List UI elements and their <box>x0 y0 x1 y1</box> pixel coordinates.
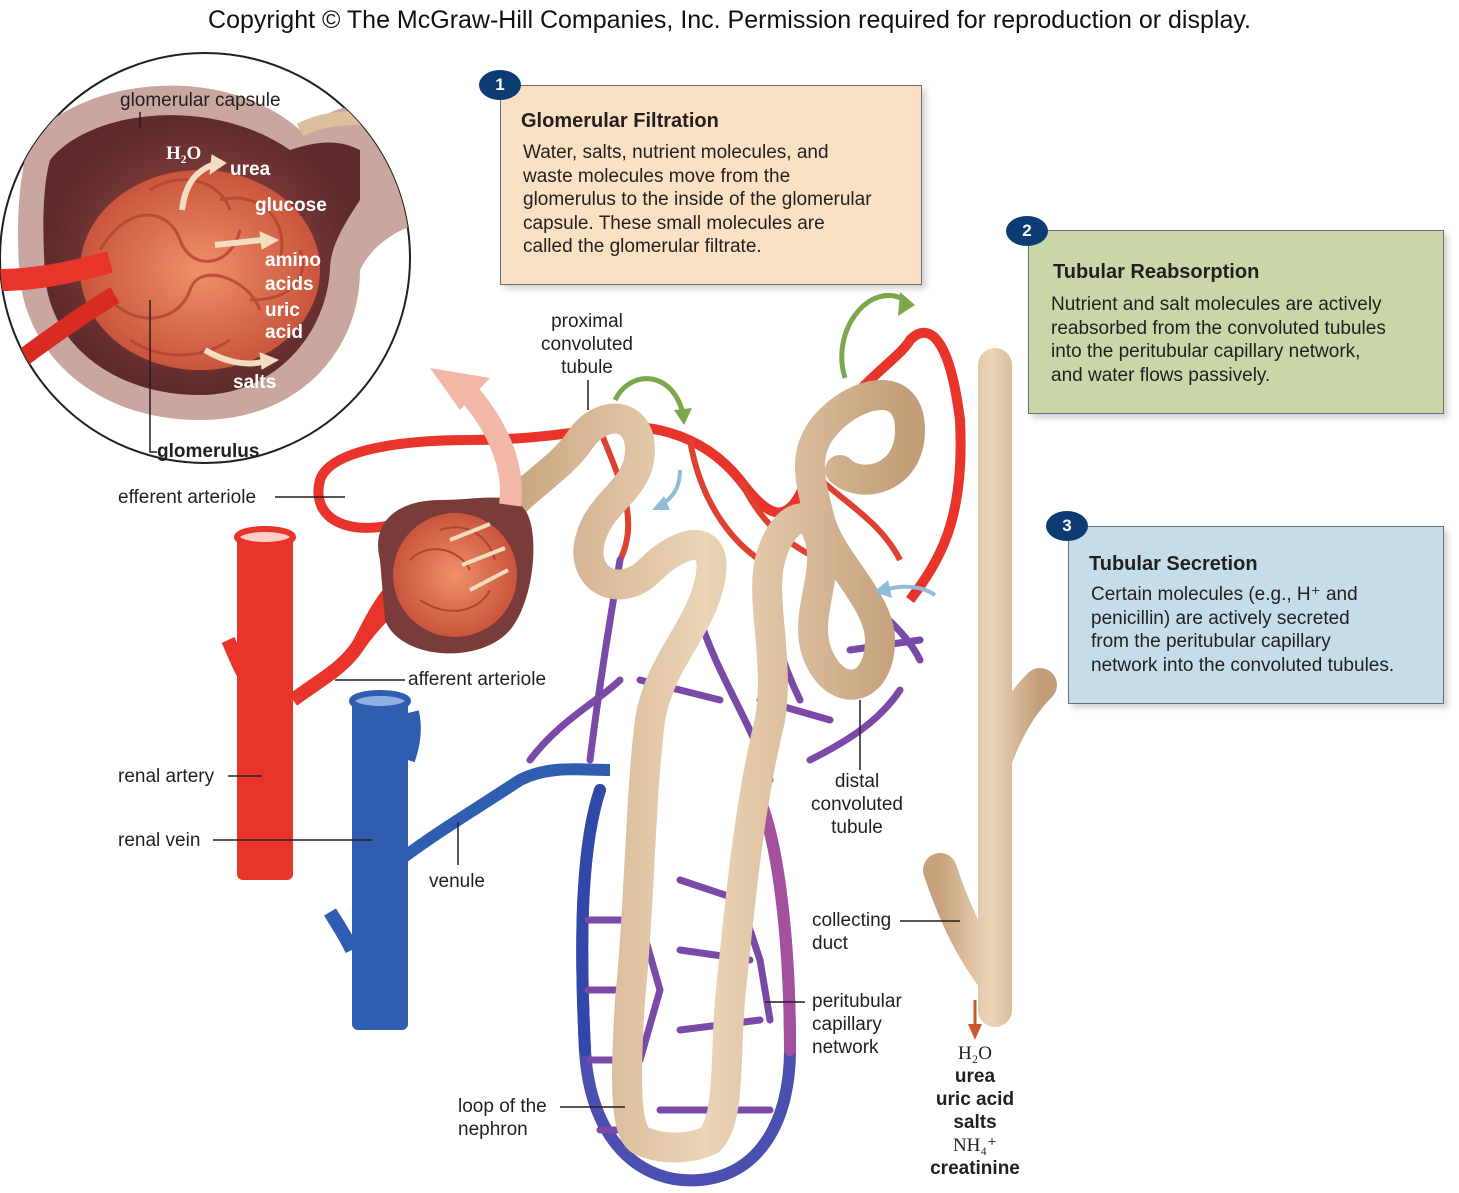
inset-tubule-exit <box>296 111 410 137</box>
inset-salts-label: salts <box>233 372 277 393</box>
renal-vein-tree <box>324 690 611 1030</box>
inset-urea-label: urea <box>230 159 271 180</box>
inset-glucose-label: glucose <box>255 195 327 216</box>
renal-artery-label: renal artery <box>118 766 215 787</box>
efferent-arteriole-label: efferent arteriole <box>118 487 257 508</box>
urine-nh4: NH₄⁺ <box>952 1135 998 1156</box>
renal-artery <box>237 536 293 880</box>
step-2-title: Tubular Reabsorption <box>1053 261 1260 283</box>
venule <box>396 763 611 865</box>
copyright-notice: Copyright © The McGraw-Hill Companies, I… <box>208 6 1251 34</box>
urine-uric-acid: uric acid <box>935 1089 1015 1110</box>
step-1-badge: 1 <box>479 70 521 100</box>
step-3-tubular-secretion-box: Tubular Secretion Certain molecules (e.g… <box>1068 526 1444 704</box>
inset-magnified-glomerulus <box>0 52 411 464</box>
inset-uric-label: uric <box>265 300 300 321</box>
inset-amino-label: amino <box>265 250 321 271</box>
step-1-glomerular-filtration-box: Glomerular Filtration Water, salts, nutr… <box>500 85 922 285</box>
step-2-tubular-reabsorption-box: Tubular Reabsorption Nutrient and salt m… <box>1028 230 1444 414</box>
glomerular-capsule-label: glomerular capsule <box>120 90 281 111</box>
glomerulus-label: glomerulus <box>157 441 260 462</box>
filtration-pink-arrow <box>461 387 522 507</box>
inset-efferent-vessel <box>14 287 120 368</box>
urine-creatinine: creatinine <box>930 1158 1020 1179</box>
inset-h2o-label: H₂O <box>166 143 202 164</box>
step-3-badge: 3 <box>1046 511 1088 541</box>
renal-vein-label: renal vein <box>118 830 201 851</box>
urine-h2o: H₂O <box>957 1043 993 1064</box>
step-1-title: Glomerular Filtration <box>521 110 719 132</box>
nephron-tubule <box>485 348 1057 1163</box>
venule-label: venule <box>429 871 485 892</box>
collecting-duct <box>923 348 1057 1027</box>
nephron-glomerulus <box>378 368 534 654</box>
process-arrows <box>612 292 982 1040</box>
glomerulus-tuft <box>80 170 320 370</box>
inset-acid-label: acid <box>265 322 304 343</box>
step-2-body: Nutrient and salt molecules are actively… <box>1051 294 1386 386</box>
afferent-arteriole-label: afferent arteriole <box>408 669 547 690</box>
renal-vein <box>352 700 408 1030</box>
step-3-title: Tubular Secretion <box>1089 553 1258 575</box>
urine-salts: salts <box>953 1112 997 1133</box>
urine-contents-list: H₂O urea uric acid salts NH₄⁺ creatinine <box>900 1042 1050 1180</box>
inset-afferent-vessel <box>0 251 113 291</box>
leader-lines <box>213 380 960 1108</box>
urine-urea: urea <box>954 1066 996 1087</box>
step-2-badge: 2 <box>1006 216 1048 246</box>
inset-acids-label: acids <box>265 274 314 295</box>
